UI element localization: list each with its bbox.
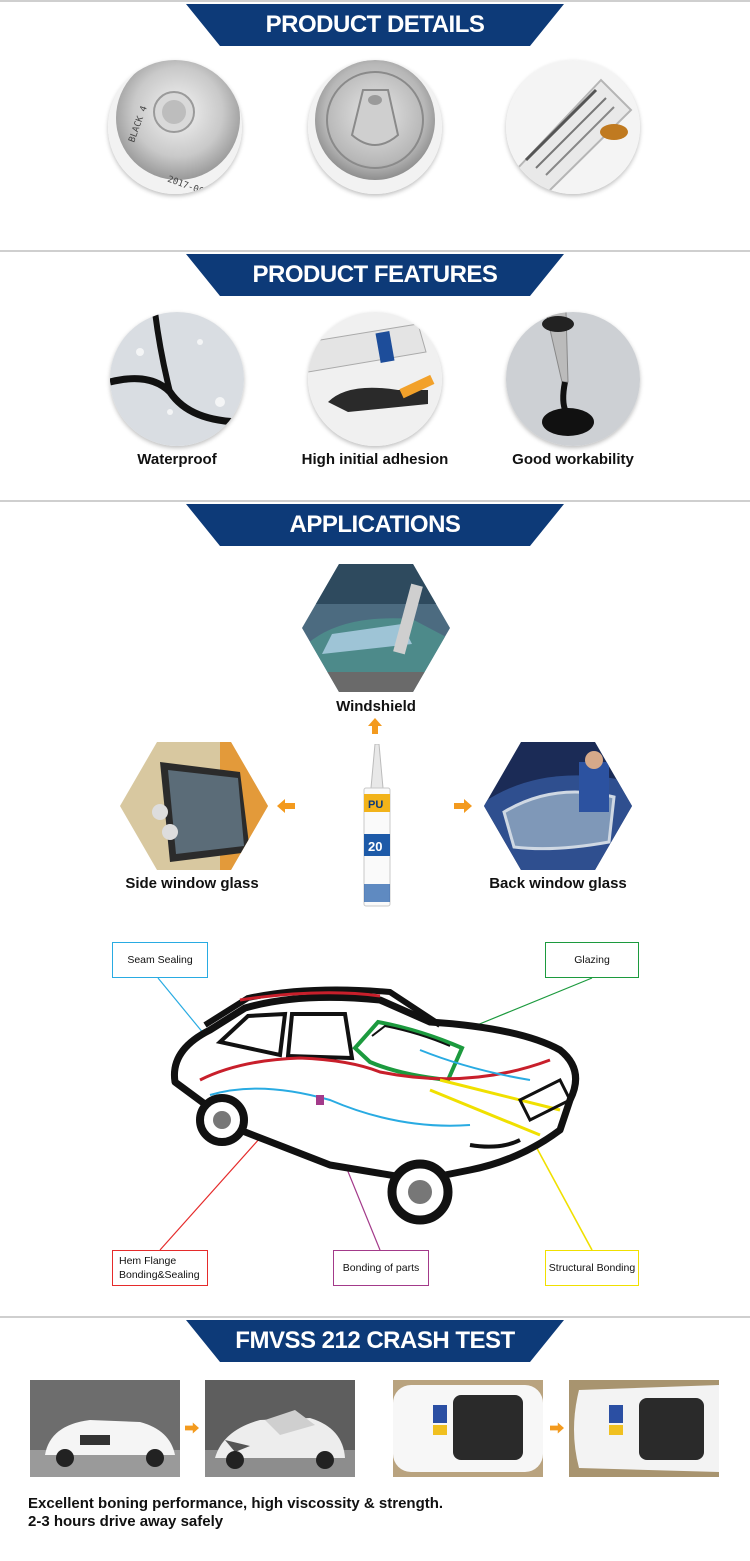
section-banner-details: PRODUCT DETAILS bbox=[186, 4, 564, 46]
callout-seam-sealing: Seam Sealing bbox=[112, 942, 208, 978]
feature-label-workability: Good workability bbox=[512, 451, 634, 468]
crash-result-line2: 2-3 hours drive away safely bbox=[28, 1513, 224, 1530]
callout-structural-bonding: Structural Bonding bbox=[545, 1250, 639, 1286]
side-window-image bbox=[120, 742, 268, 870]
banner-shape bbox=[186, 4, 564, 46]
windshield-image bbox=[302, 564, 450, 692]
glazing-leader-line bbox=[459, 977, 593, 1033]
section-title: PRODUCT FEATURES bbox=[252, 261, 498, 288]
section-banner-features: PRODUCT FEATURES bbox=[186, 254, 564, 296]
crash-photo-after-top bbox=[569, 1380, 719, 1477]
workability-image bbox=[506, 312, 640, 446]
back-window-image bbox=[484, 742, 632, 870]
section-divider bbox=[0, 500, 750, 502]
section-banner-applications: APPLICATIONS bbox=[186, 504, 564, 546]
feature-label-adhesion: High initial adhesion bbox=[301, 451, 449, 468]
can-top-image bbox=[308, 60, 442, 194]
car-diagram bbox=[157, 977, 593, 1251]
crash-photo-before-top bbox=[393, 1380, 543, 1477]
sausage-pack-image bbox=[506, 60, 640, 194]
tube-brand: PU bbox=[368, 799, 383, 811]
section-title: FMVSS 212 CRASH TEST bbox=[235, 1327, 515, 1354]
banner-shape bbox=[186, 254, 564, 296]
banner-shape bbox=[186, 1320, 564, 1362]
arrow-left-icon bbox=[277, 799, 295, 813]
arrow-right-icon bbox=[550, 1422, 564, 1434]
crash-photo-before-front bbox=[30, 1380, 180, 1477]
crash-result-line1: Excellent boning performance, high visco… bbox=[28, 1495, 444, 1512]
waterproof-image bbox=[110, 312, 244, 446]
arrow-right-icon bbox=[185, 1422, 199, 1434]
adhesion-image bbox=[308, 312, 442, 446]
can-bottom-image: BLACK 4 2017-06-21 bbox=[108, 60, 242, 194]
sealant-tube-image: PU 20 bbox=[363, 744, 391, 907]
crash-photo-after-front bbox=[205, 1380, 355, 1477]
feature-label-waterproof: Waterproof bbox=[137, 451, 217, 468]
section-title: APPLICATIONS bbox=[289, 511, 461, 538]
section-title: PRODUCT DETAILS bbox=[265, 11, 485, 38]
banner-shape bbox=[186, 504, 564, 546]
callout-glazing: Glazing bbox=[545, 942, 639, 978]
arrow-up-icon bbox=[368, 718, 382, 734]
callout-hem-line1: Hem Flange bbox=[119, 1255, 177, 1267]
section-divider bbox=[0, 250, 750, 252]
section-divider bbox=[0, 1316, 750, 1318]
section-banner-crash: FMVSS 212 CRASH TEST bbox=[186, 1320, 564, 1362]
section-divider bbox=[0, 0, 750, 2]
app-label-back-window: Back window glass bbox=[489, 875, 627, 892]
app-label-side-window: Side window glass bbox=[125, 875, 259, 892]
callout-hem-flange: Hem Flange Bonding&Sealing bbox=[112, 1250, 208, 1286]
arrow-right-icon bbox=[454, 799, 472, 813]
tube-number: 20 bbox=[368, 839, 382, 854]
callout-hem-line2: Bonding&Sealing bbox=[119, 1269, 200, 1281]
app-label-windshield: Windshield bbox=[336, 698, 416, 715]
callout-bonding-parts: Bonding of parts bbox=[333, 1250, 429, 1286]
